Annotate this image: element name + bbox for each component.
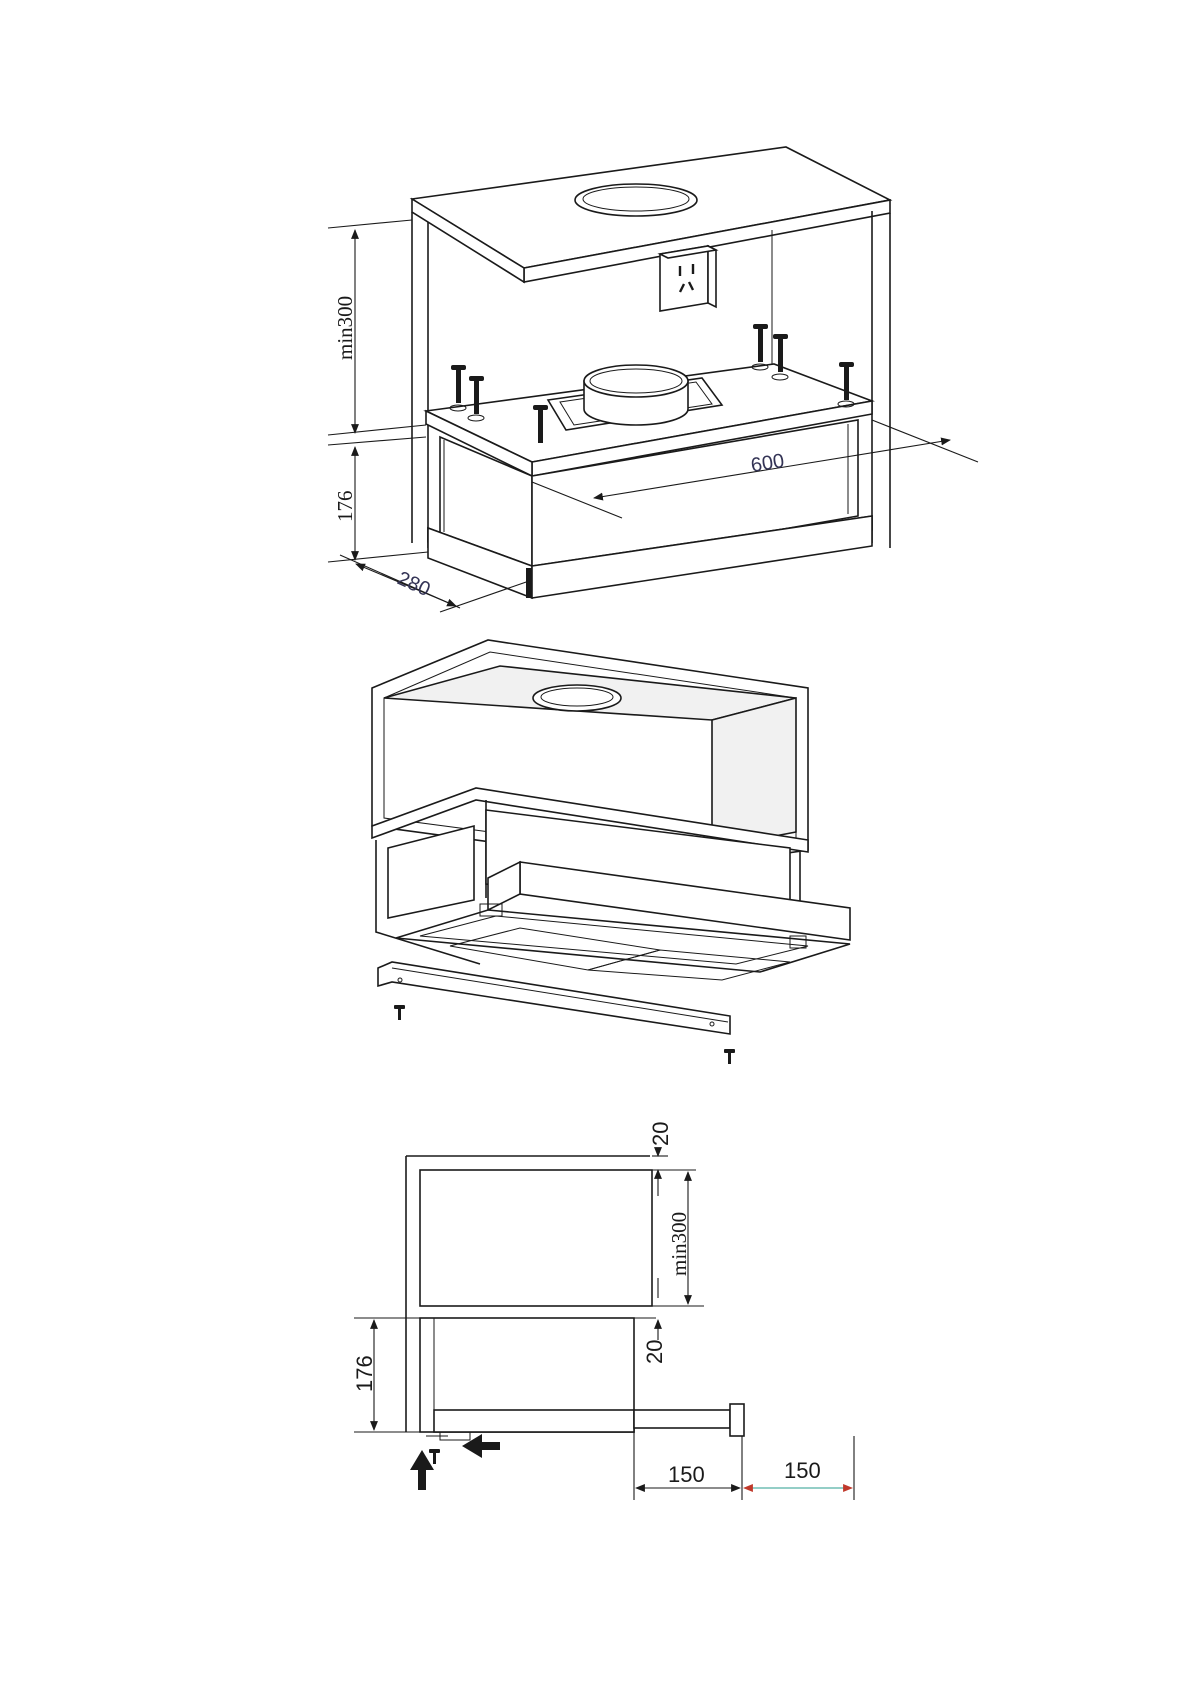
dim-label-150-a: 150 (668, 1462, 705, 1487)
drawer-rail (634, 1410, 730, 1428)
dim-label-min300-elev: min300 (667, 1212, 691, 1276)
dim-label-top-20: 20 (648, 1122, 673, 1146)
arrow-left-icon (462, 1434, 500, 1458)
dim-hood-height-elev: 176 (352, 1318, 420, 1432)
airflow-arrows (410, 1434, 500, 1490)
duct-hole-2 (533, 685, 621, 711)
dim-label-176: 176 (333, 491, 357, 523)
dim-extension: 150 150 (634, 1432, 854, 1500)
dim-label-150-b: 150 (784, 1458, 821, 1483)
bracket-screw-right (724, 1049, 735, 1064)
dim-label-min300: min300 (333, 296, 357, 360)
dim-label-176-elev: 176 (352, 1355, 377, 1392)
upper-cabinet (420, 1170, 652, 1306)
dim-side-gap: 20 (634, 1318, 667, 1364)
dim-label-280: 280 (394, 567, 433, 601)
dim-clearance-elevation: min300 (652, 1172, 704, 1306)
dim-hood-height: 176 (328, 437, 428, 562)
hood-bottom-side (434, 1410, 634, 1432)
figure-3-side-elevation: 20 min300 20 176 1 (352, 1122, 854, 1500)
figure-1-cabinet-mounting: min300 176 280 600 (328, 147, 978, 612)
electrical-socket (660, 246, 716, 311)
wall-screw (429, 1449, 440, 1464)
figure-2-hood-installed (372, 640, 850, 1064)
dim-top-gap: 20 (648, 1122, 696, 1178)
bracket-screw-left (394, 1005, 405, 1020)
arrow-up-icon (410, 1450, 434, 1490)
mounting-bracket (378, 962, 730, 1034)
drawer-front-side (730, 1404, 744, 1436)
dim-label-side-20: 20 (642, 1340, 667, 1364)
